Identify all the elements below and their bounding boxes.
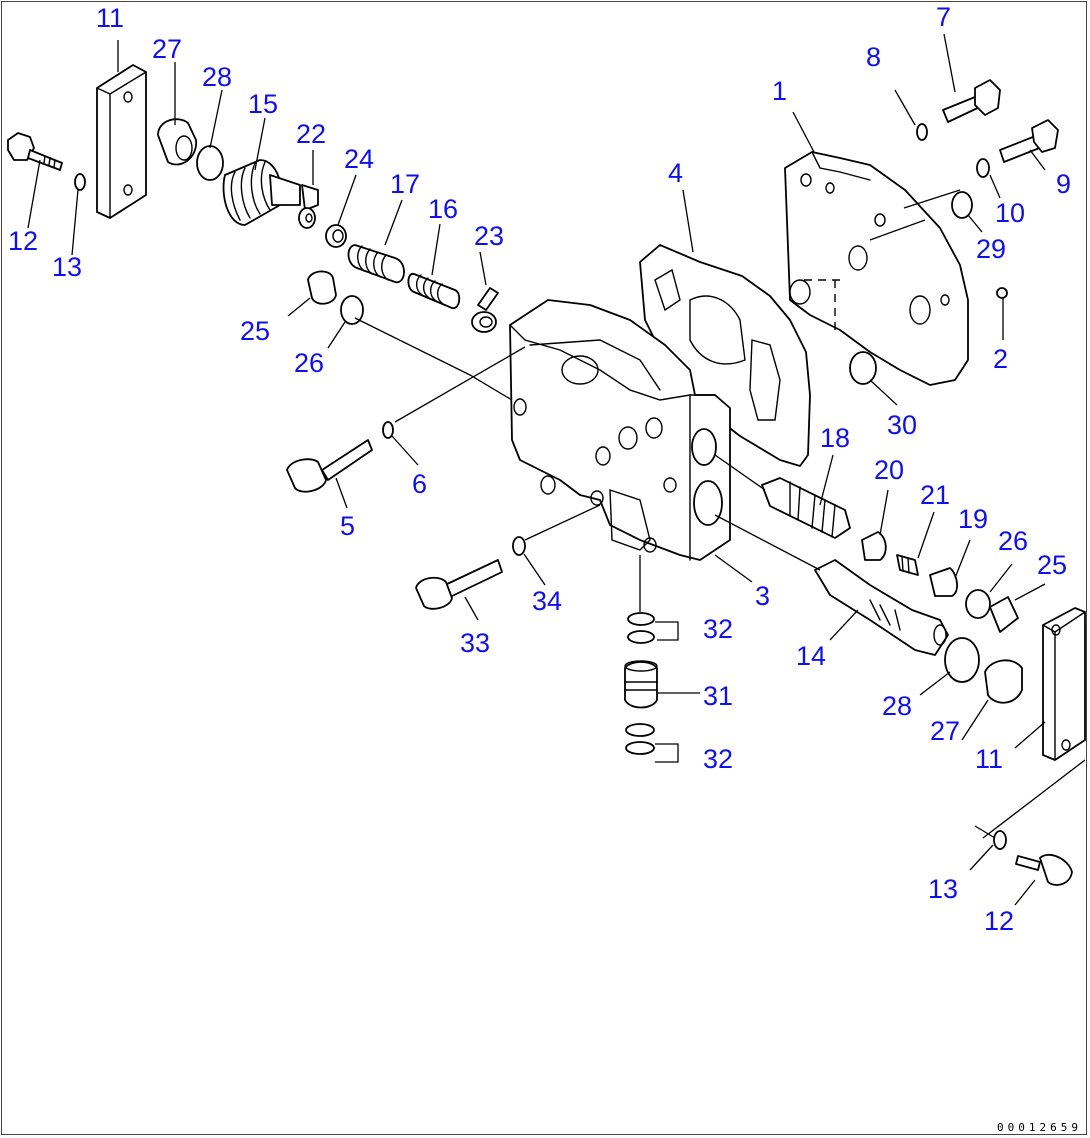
callout-19: 19 (958, 504, 988, 534)
callout-24: 24 (344, 144, 374, 174)
spring-21 (896, 554, 919, 576)
callout-29: 29 (976, 234, 1006, 264)
oring-28-left (196, 145, 224, 181)
drawing-number: 00012659 (997, 1121, 1082, 1134)
bolt-5 (286, 439, 373, 493)
valve-body-3 (509, 299, 731, 561)
bolt-12-right (1015, 853, 1073, 886)
callout-7: 7 (936, 2, 951, 32)
callout-8: 8 (866, 42, 881, 72)
callout-5: 5 (340, 511, 355, 541)
washer-13-left (74, 173, 86, 191)
callout-27-right: 27 (930, 716, 960, 746)
part-20 (861, 531, 887, 561)
callout-22: 22 (296, 119, 326, 149)
oring-29 (951, 191, 973, 219)
plate-11-left (96, 64, 147, 219)
cap-27-right (984, 659, 1023, 704)
callout-34: 34 (532, 586, 562, 616)
part-22 (298, 184, 319, 229)
bolt-12-left (7, 132, 63, 171)
oring-26-left (340, 295, 364, 325)
ball-2 (996, 287, 1008, 299)
callout-11-right: 11 (975, 744, 1003, 774)
callout-26-right: 26 (998, 526, 1028, 556)
spring-16 (407, 273, 461, 309)
callout-32-top: 32 (703, 614, 733, 644)
washer-6 (382, 421, 394, 439)
callout-12-right: 12 (984, 906, 1014, 936)
part-24 (325, 224, 347, 248)
cap-27-left (157, 118, 197, 166)
callout-21: 21 (920, 480, 950, 510)
callout-1: 1 (772, 76, 787, 106)
callout-28-right: 28 (882, 691, 912, 721)
callout-33: 33 (460, 628, 490, 658)
bolt-7 (942, 79, 1001, 123)
spring-17 (347, 244, 405, 283)
callout-6: 6 (412, 469, 427, 499)
callout-2: 2 (993, 344, 1008, 374)
callout-16: 16 (428, 194, 458, 224)
callout-25-right: 25 (1037, 550, 1067, 580)
washer-34 (512, 536, 526, 556)
oring-26-right (965, 589, 991, 619)
part-23 (471, 287, 499, 333)
callout-26: 26 (294, 348, 324, 378)
assembly-lines (27, 33, 1086, 906)
oring-28-right (944, 637, 980, 683)
callout-17: 17 (390, 169, 420, 199)
callout-15: 15 (248, 89, 278, 119)
callout-18: 18 (820, 423, 850, 453)
washer-8 (916, 123, 928, 141)
plug-25-left (307, 270, 337, 305)
callout-30: 30 (887, 410, 917, 440)
bolt-33 (415, 559, 503, 610)
callout-25: 25 (240, 316, 270, 346)
callout-27: 27 (152, 34, 182, 64)
callout-23: 23 (474, 221, 504, 251)
callout-10: 10 (995, 198, 1025, 228)
callout-28: 28 (202, 62, 232, 92)
spool-18 (761, 477, 851, 539)
callout-12: 12 (8, 226, 38, 256)
oring-30 (849, 351, 877, 385)
callout-9: 9 (1056, 169, 1071, 199)
callout-20: 20 (874, 455, 904, 485)
spool-14 (814, 559, 949, 656)
bolt-9 (999, 119, 1059, 163)
spool-15 (222, 159, 301, 226)
cover-1 (784, 151, 969, 386)
callout-14: 14 (796, 641, 826, 671)
callout-labels: 11 27 28 15 22 24 17 16 23 12 13 25 26 4… (8, 2, 1071, 936)
callout-11: 11 (96, 3, 124, 33)
callout-4: 4 (668, 158, 683, 188)
oring-32-bottom (625, 723, 655, 755)
washer-13-right (993, 830, 1007, 850)
oring-32-top (627, 612, 655, 644)
washer-10 (976, 158, 990, 178)
callout-31: 31 (703, 681, 733, 711)
plug-25-right (989, 596, 1019, 633)
callout-13: 13 (52, 252, 82, 282)
callout-3: 3 (755, 581, 770, 611)
plate-11-right (1042, 607, 1086, 761)
callout-32-bottom: 32 (703, 744, 733, 774)
callout-13-right: 13 (928, 874, 958, 904)
sleeve-31 (624, 660, 658, 709)
part-19 (929, 567, 958, 597)
